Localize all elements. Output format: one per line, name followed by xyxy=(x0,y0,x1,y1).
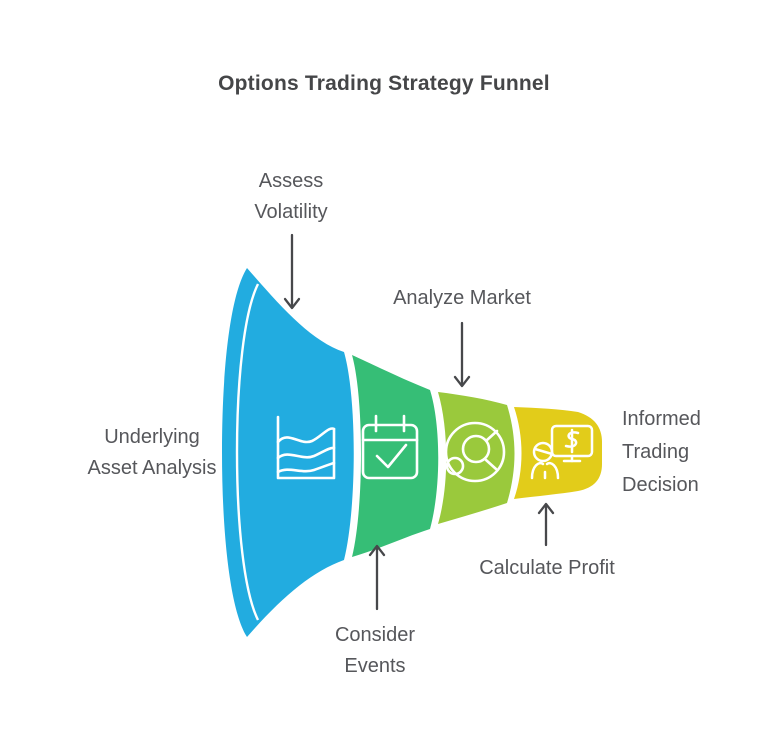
funnel-rim-highlight xyxy=(235,283,260,621)
arrow-calculate-profit xyxy=(537,502,555,547)
funnel-stage-consider-events xyxy=(352,355,439,557)
diagram-title: Options Trading Strategy Funnel xyxy=(218,72,550,95)
wave-chart-icon xyxy=(276,415,336,480)
arrow-analyze-market xyxy=(453,321,471,388)
donut-chart-icon xyxy=(444,421,506,483)
funnel-stage-calculate-profit xyxy=(514,407,602,499)
label-underlying-asset-analysis: Underlying Asset Analysis xyxy=(87,426,217,479)
label-informed-trading-decision: Informed Trading Decision xyxy=(622,408,701,496)
profit-screen-icon xyxy=(530,424,594,480)
funnel-stage-analyze-market xyxy=(438,392,515,524)
label-assess-volatility: Assess Volatility xyxy=(254,170,328,223)
funnel-stage-assess-volatility xyxy=(222,268,354,637)
calendar-check-icon xyxy=(361,414,419,480)
label-calculate-profit: Calculate Profit xyxy=(479,557,615,579)
arrow-assess-volatility xyxy=(283,233,301,310)
arrow-consider-events xyxy=(368,544,386,611)
label-consider-events: Consider Events xyxy=(334,624,416,677)
label-analyze-market: Analyze Market xyxy=(393,287,531,309)
